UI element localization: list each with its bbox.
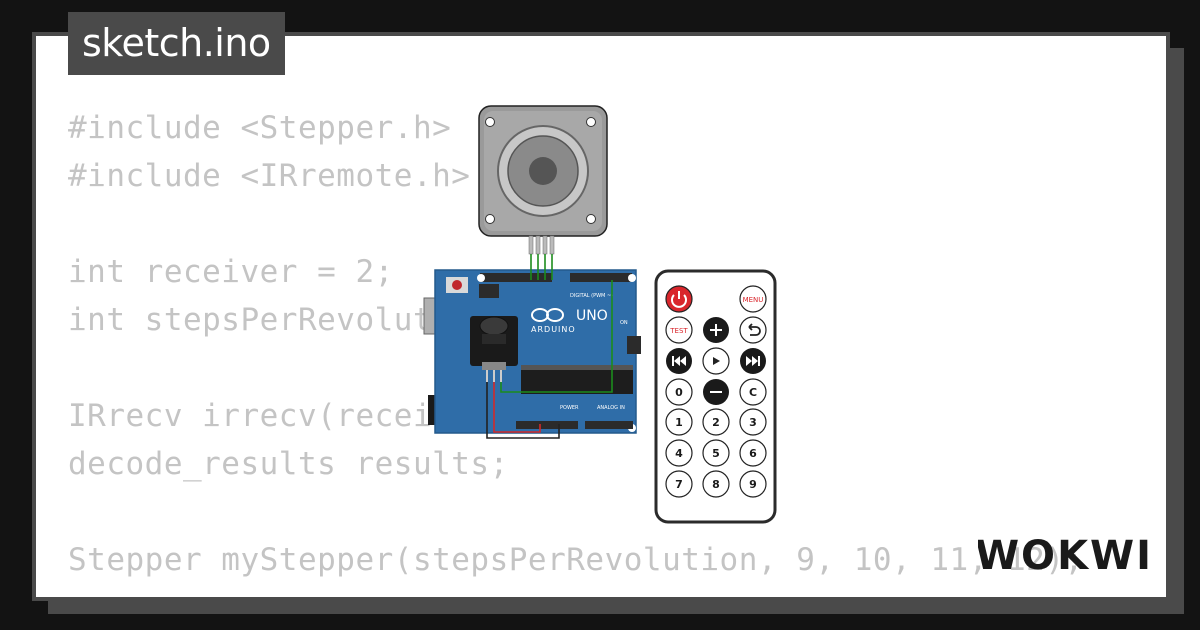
digital-pins-label: DIGITAL (PWM ~) (570, 293, 613, 299)
key-8-button (702, 470, 730, 498)
menu-button: MENU (739, 285, 767, 313)
power-pins-label: POWER (560, 405, 579, 411)
test-button-label: TEST (669, 327, 688, 335)
key-3-button (739, 408, 767, 436)
key-1-label: 1 (675, 416, 683, 429)
key-9-button (739, 470, 767, 498)
code-line: Stepper myStepper(stepsPerRevolution, 9,… (68, 542, 1084, 578)
key-3-label: 3 (749, 416, 757, 429)
key-5-label: 5 (712, 447, 720, 460)
key-2-label: 2 (712, 416, 720, 429)
minus-button (703, 379, 729, 405)
wokwi-logo-text: WOKWI (978, 533, 1150, 578)
key-7-label: 7 (675, 478, 683, 491)
test-button: TEST (665, 316, 693, 344)
stepper-motor (478, 105, 608, 255)
arduino-uno-board: DIGITAL (PWM ~) UNO ARDUINO ON POWER ANA… (423, 269, 641, 434)
key-c-button (739, 378, 767, 406)
key-0-button (665, 378, 693, 406)
back-button (739, 316, 767, 344)
power-led-label: ON (620, 320, 628, 326)
plus-button (703, 317, 729, 343)
analog-pins-label: ANALOG IN (597, 405, 625, 411)
key-1-button (665, 408, 693, 436)
key-4-label: 4 (675, 447, 683, 460)
wires (486, 254, 613, 439)
key-6-button (739, 439, 767, 467)
ir-remote: MENU TEST (654, 269, 777, 524)
code-line: int receiver = 2; (68, 254, 394, 290)
code-line: #include <IRremote.h> (68, 158, 471, 194)
code-line: #include <Stepper.h> (68, 110, 452, 146)
key-4-button (665, 439, 693, 467)
key-5-button (702, 439, 730, 467)
wokwi-logo: WOKWI (978, 533, 1150, 578)
board-model-label: UNO (576, 308, 608, 324)
ir-receiver-module (470, 316, 518, 382)
circuit-diagram: DIGITAL (PWM ~) UNO ARDUINO ON POWER ANA… (423, 105, 777, 524)
code-line: decode_results results; (68, 446, 509, 482)
key-c-label: C (749, 386, 757, 399)
key-9-label: 9 (749, 478, 757, 491)
key-6-label: 6 (749, 447, 757, 460)
play-button (702, 347, 730, 375)
filename-tab: sketch.ino (68, 12, 285, 75)
key-0-label: 0 (675, 386, 683, 399)
power-button (665, 285, 693, 313)
key-8-label: 8 (712, 478, 720, 491)
fast-forward-button (740, 348, 766, 374)
menu-button-label: MENU (743, 296, 764, 304)
board-maker-label: ARDUINO (531, 325, 576, 334)
key-2-button (702, 408, 730, 436)
key-7-button (665, 470, 693, 498)
rewind-button (666, 348, 692, 374)
